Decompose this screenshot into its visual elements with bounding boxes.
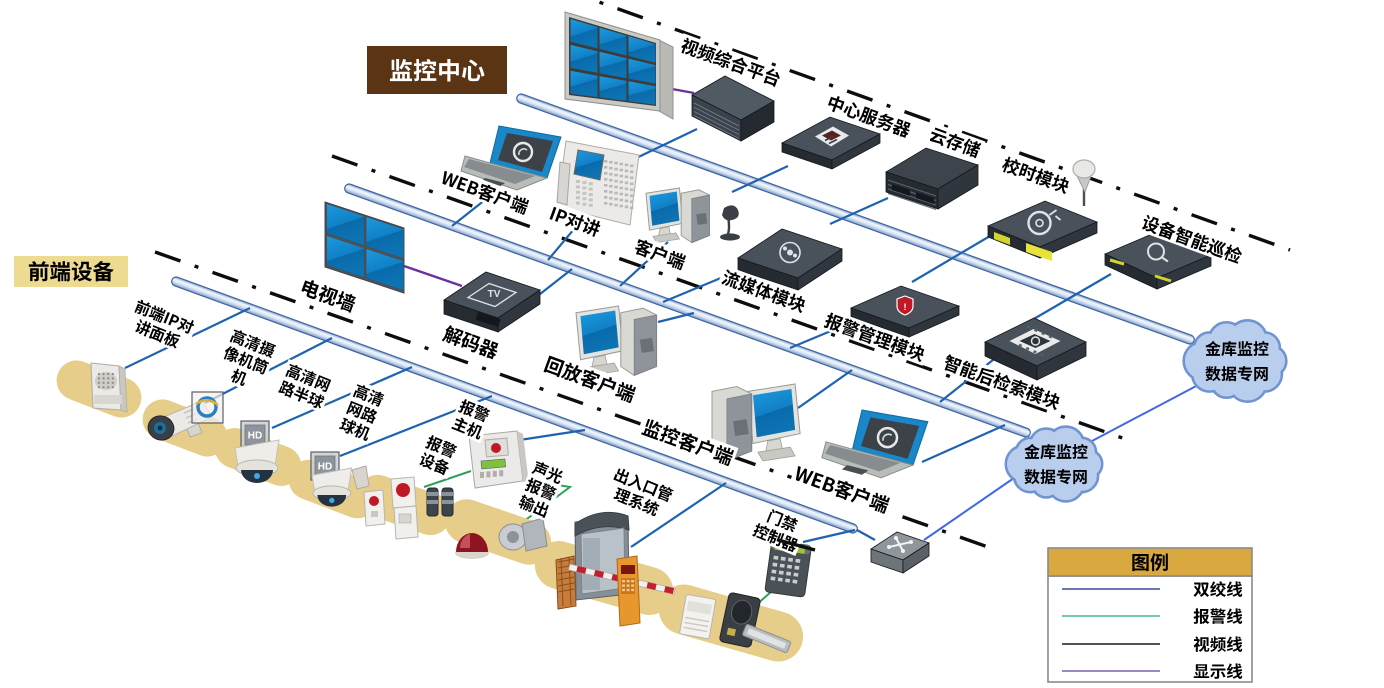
svg-text:TV: TV xyxy=(488,289,501,300)
svg-text:HD: HD xyxy=(248,431,262,442)
svg-text:HD: HD xyxy=(318,462,332,473)
svg-text:!: ! xyxy=(904,302,907,312)
